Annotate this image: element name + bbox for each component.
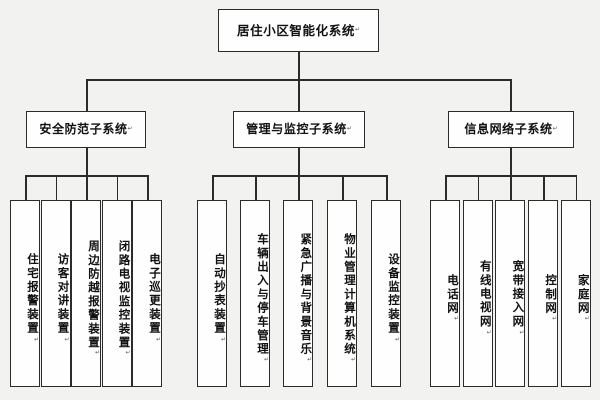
leaf-label: 物业管理计算机系统 [343,232,357,357]
leaf-node-equipment-monitoring[interactable]: 设备监控装置↵ [371,200,401,387]
connector-leaf-2-2 [255,175,257,201]
leaf-label: 设备监控装置 [387,253,401,336]
leaf-label: 住宅报警装置 [26,253,40,336]
pilcrow-mark: ↵ [63,335,71,343]
leaf-node-auto-meter-reading[interactable]: 自动抄表装置↵ [197,200,227,387]
connector-leaf-1-2 [55,175,58,201]
subsystem-label-security: 安全防范子系统 [39,121,128,136]
leaf-label: 电话网 [446,273,460,316]
leaf-label: 有线电视网 [478,260,493,329]
leaf-node-control-network[interactable]: 控制网↵ [528,200,559,387]
pilcrow-mark: ↵ [33,335,40,343]
connector-stem-group-1 [86,148,88,176]
subsystem-label-management: 管理与监控子系统 [246,121,347,136]
connector-leaf-2-4 [342,175,344,201]
connector-leaf-1-3 [86,175,88,201]
connector-leaf-3-4 [543,175,545,201]
pilcrow-mark: ↵ [346,125,352,133]
pilcrow-mark: ↵ [124,349,132,357]
leaf-node-telephone-network[interactable]: 电话网↵ [430,200,460,387]
leaf-label: 宽带接入网 [511,260,526,329]
connector-leaf-3-5 [575,175,578,201]
leaf-label: 周边防越报警装置 [87,239,101,350]
leaf-label: 车辆出入与停车管理 [256,232,270,357]
leaf-node-cctv[interactable]: 闭路电视监控装置↵ [101,200,132,387]
leaf-node-property-management-system[interactable]: 物业管理计算机系统↵ [327,200,357,387]
pilcrow-mark: ↵ [552,125,558,133]
leaf-label: 电子巡更装置 [148,253,162,336]
connector-leaf-1-1 [25,175,27,201]
pilcrow-mark: ↵ [354,26,360,34]
leaf-label: 访客对讲装置 [56,253,71,336]
leaf-label: 自动抄表装置 [213,253,227,336]
connector-stem-group-3 [510,148,512,176]
pilcrow-mark: ↵ [263,356,270,364]
connector-root-stem [298,52,300,80]
leaf-node-vehicle-parking[interactable]: 车辆出入与停车管理↵ [240,200,270,387]
subsystem-label-network: 信息网络子系统 [464,121,553,136]
connector-leaf-2-3 [298,175,300,201]
leaf-label: 紧急广播与背景音乐 [299,232,314,357]
pilcrow-mark: ↵ [220,335,227,343]
leaf-node-visitor-intercom[interactable]: 访客对讲装置↵ [40,200,71,387]
leaf-node-electronic-patrol[interactable]: 电子巡更装置↵ [132,200,162,387]
pilcrow-mark: ↵ [350,356,357,364]
connector-leaf-3-3 [510,175,512,201]
pilcrow-mark: ↵ [306,356,314,364]
subsystem-node-network[interactable]: 信息网络子系统↵ [448,111,574,148]
leaf-node-perimeter-alarm[interactable]: 周边防越报警装置↵ [71,200,101,387]
pilcrow-mark: ↵ [485,328,493,336]
connector-leaf-3-2 [477,175,480,201]
leaf-node-emergency-broadcast[interactable]: 紧急广播与背景音乐↵ [283,200,314,387]
connector-leaf-3-1 [445,175,447,201]
connector-drop-subsystem-3 [510,79,512,112]
connector-leaf-2-5 [386,175,388,201]
pilcrow-mark: ↵ [551,315,559,323]
leaf-label: 家庭网 [576,273,591,316]
pilcrow-mark: ↵ [127,125,133,133]
pilcrow-mark: ↵ [155,335,162,343]
pilcrow-mark: ↵ [394,335,401,343]
connector-leaf-2-1 [212,175,214,201]
root-node[interactable]: 居住小区智能化系统↵ [218,9,379,52]
leaf-node-broadband-access-network[interactable]: 宽带接入网↵ [495,200,526,387]
connector-leaf-1-4 [116,175,119,201]
connector-drop-subsystem-2 [298,79,300,112]
connector-stem-group-2 [298,148,300,176]
pilcrow-mark: ↵ [518,328,526,336]
pilcrow-mark: ↵ [453,315,460,323]
pilcrow-mark: ↵ [94,349,101,357]
leaf-node-home-network[interactable]: 家庭网↵ [560,200,591,387]
subsystem-node-management[interactable]: 管理与监控子系统↵ [233,111,365,148]
connector-leaf-1-5 [147,175,149,201]
leaf-node-cable-tv-network[interactable]: 有线电视网↵ [462,200,493,387]
pilcrow-mark: ↵ [583,315,591,323]
subsystem-node-security[interactable]: 安全防范子系统↵ [26,111,146,148]
leaf-label: 闭路电视监控装置 [117,239,132,350]
connector-drop-subsystem-1 [86,79,88,112]
leaf-node-home-alarm[interactable]: 住宅报警装置↵ [10,200,40,387]
root-node-label: 居住小区智能化系统 [237,22,355,38]
leaf-label: 控制网 [544,273,559,316]
